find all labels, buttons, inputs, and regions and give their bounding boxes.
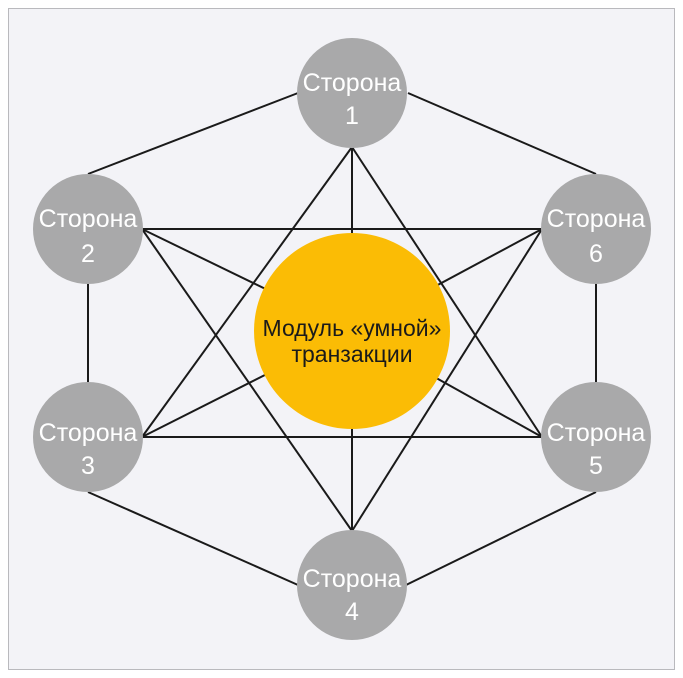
node-3: Сторона 3 (33, 382, 143, 492)
node-3-circle (33, 382, 143, 492)
center-label-line2: транзакции (291, 341, 412, 367)
node-4-number: 4 (345, 598, 359, 626)
hexagon-edge-3-4 (87, 491, 299, 586)
node-4-word: Сторона (303, 565, 402, 593)
node-2-number: 2 (81, 240, 95, 268)
node-6: Сторона 6 (541, 174, 651, 284)
triangle-edge-4-6 (351, 228, 543, 532)
node-5-word: Сторона (547, 419, 646, 447)
center-label-line1: Модуль «умной» (263, 315, 442, 341)
triangle-edge-1-3 (141, 146, 353, 438)
node-6-number: 6 (589, 240, 603, 268)
node-2: Сторона 2 (33, 174, 143, 284)
node-2-circle (33, 174, 143, 284)
node-4-circle (297, 530, 407, 640)
triangle-edge-5-1 (351, 146, 543, 438)
node-2-word: Сторона (39, 205, 138, 233)
node-5-circle (541, 382, 651, 492)
node-6-word: Сторона (547, 205, 646, 233)
hexagon-edge-4-5 (405, 491, 597, 586)
hexagon-edge-6-1 (407, 92, 597, 175)
triangle-edge-2-4 (141, 228, 353, 532)
node-4: Сторона 4 (297, 530, 407, 640)
node-5-number: 5 (589, 452, 603, 480)
node-5: Сторона 5 (541, 382, 651, 492)
hexagon-edge-1-2 (87, 92, 299, 175)
center-module: Модуль «умной» транзакции (254, 233, 450, 429)
connection-lines (87, 92, 597, 586)
node-3-word: Сторона (39, 419, 138, 447)
node-1-number: 1 (345, 102, 359, 130)
node-3-number: 3 (81, 452, 95, 480)
node-6-circle (541, 174, 651, 284)
center-circle (254, 233, 450, 429)
node-1-circle (297, 38, 407, 148)
node-1: Сторона 1 (297, 38, 407, 148)
node-1-word: Сторона (303, 69, 402, 97)
